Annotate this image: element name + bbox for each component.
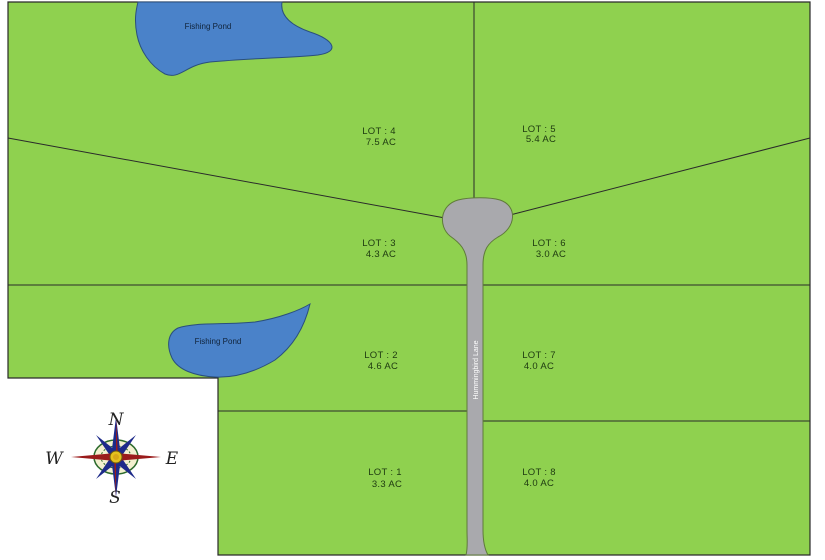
svg-text:4.0 AC: 4.0 AC xyxy=(524,361,554,372)
lot-line xyxy=(7,137,446,219)
lot-3[interactable]: LOT : 34.3 AC xyxy=(362,238,396,260)
compass-rose-icon xyxy=(71,417,161,497)
compass-east: E xyxy=(165,449,179,469)
lot-2[interactable]: LOT : 24.6 AC xyxy=(364,350,398,372)
svg-text:LOT : 8: LOT : 8 xyxy=(522,467,556,478)
svg-text:LOT : 2: LOT : 2 xyxy=(364,350,398,361)
lot-line xyxy=(509,137,811,216)
svg-text:5.4 AC: 5.4 AC xyxy=(526,134,556,145)
svg-text:LOT : 1: LOT : 1 xyxy=(368,467,402,478)
lot-8[interactable]: LOT : 84.0 AC xyxy=(522,467,556,489)
lot-lines xyxy=(7,2,811,422)
compass-west: W xyxy=(45,449,64,469)
compass-south: S xyxy=(109,488,121,508)
lot-labels: LOT : 13.3 AC LOT : 24.6 AC LOT : 34.3 A… xyxy=(362,124,566,490)
svg-text:LOT : 4: LOT : 4 xyxy=(362,126,396,137)
road-label: Hummingbird Lane xyxy=(473,340,480,399)
svg-text:3.3 AC: 3.3 AC xyxy=(372,479,402,490)
pond-label: Fishing Pond xyxy=(195,337,242,346)
fishing-pond-south xyxy=(168,302,311,378)
lot-4[interactable]: LOT : 47.5 AC xyxy=(362,126,396,148)
svg-text:LOT : 5: LOT : 5 xyxy=(522,124,556,135)
lot-7[interactable]: LOT : 74.0 AC xyxy=(522,350,556,372)
svg-text:4.3 AC: 4.3 AC xyxy=(366,249,396,260)
svg-text:3.0 AC: 3.0 AC xyxy=(536,249,566,260)
road-hummingbird-lane[interactable] xyxy=(442,197,513,556)
svg-text:4.6 AC: 4.6 AC xyxy=(368,361,398,372)
svg-text:4.0 AC: 4.0 AC xyxy=(524,478,554,489)
svg-text:LOT : 3: LOT : 3 xyxy=(362,238,396,249)
pond-label: Fishing Pond xyxy=(185,22,232,31)
compass-north: N xyxy=(108,410,125,430)
svg-text:LOT : 7: LOT : 7 xyxy=(522,350,556,361)
lot-5[interactable]: LOT : 55.4 AC xyxy=(522,124,556,145)
svg-text:7.5 AC: 7.5 AC xyxy=(366,137,396,148)
svg-text:LOT : 6: LOT : 6 xyxy=(532,238,566,249)
lot-6[interactable]: LOT : 63.0 AC xyxy=(532,238,566,260)
property-land xyxy=(7,1,811,556)
lot-1[interactable]: LOT : 13.3 AC xyxy=(368,467,402,490)
fishing-pond-north xyxy=(134,1,333,76)
